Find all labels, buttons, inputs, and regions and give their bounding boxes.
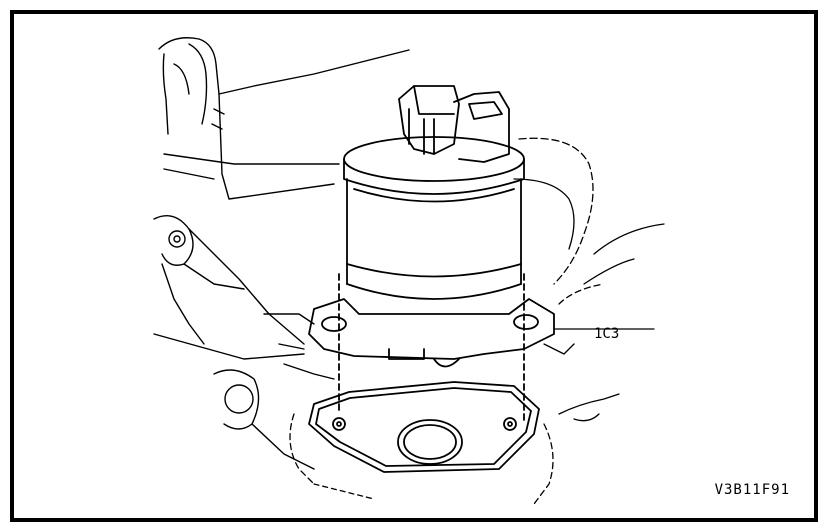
egr-gasket bbox=[308, 381, 540, 473]
part-callout-label: 1C3 bbox=[594, 326, 620, 342]
egr-pipe-outline bbox=[513, 137, 665, 355]
figure-frame: 1C3 V3B11F91 bbox=[10, 10, 818, 522]
egr-valve-body bbox=[308, 85, 555, 425]
engine-block-outline bbox=[153, 37, 410, 470]
egr-valve-illustration bbox=[153, 37, 665, 505]
figure-reference-code: V3B11F91 bbox=[714, 482, 790, 498]
intake-manifold-outline bbox=[289, 393, 620, 505]
